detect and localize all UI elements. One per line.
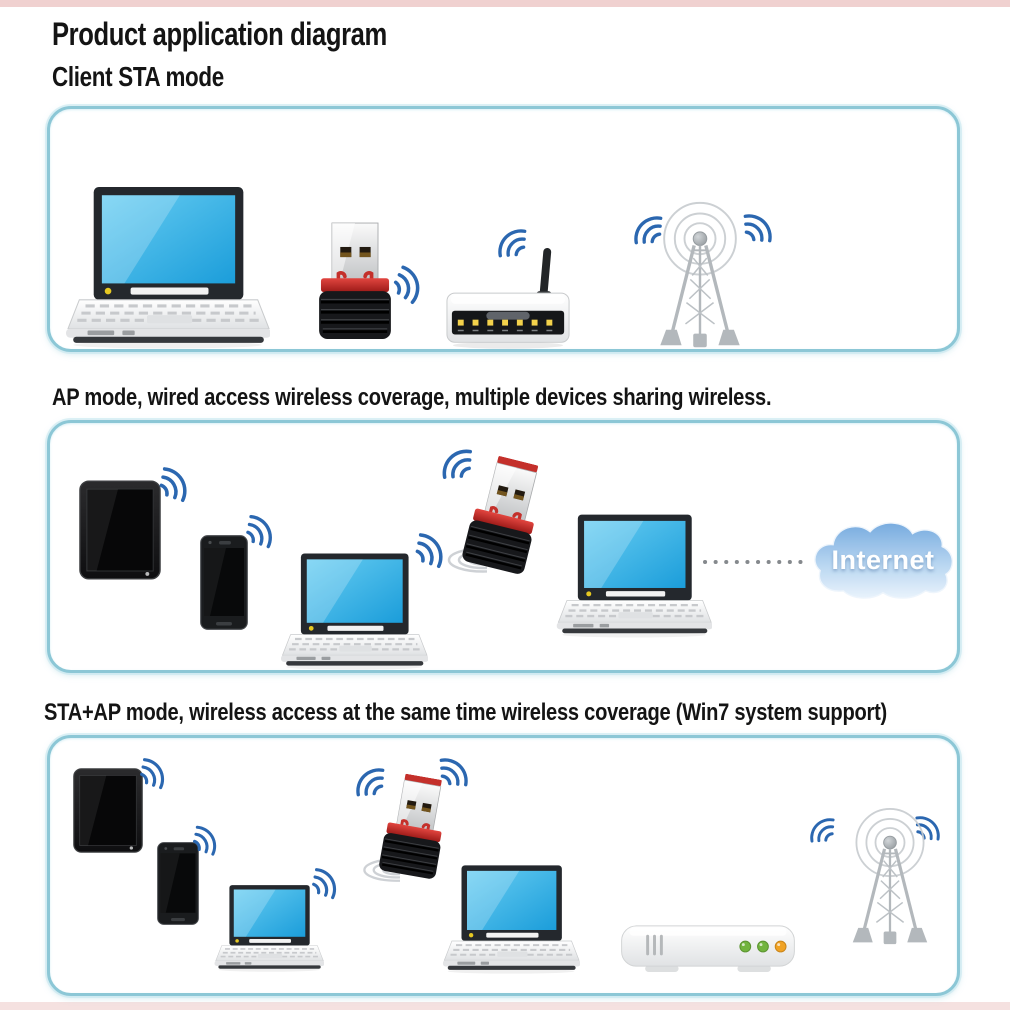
cell-tower-icon	[637, 198, 763, 353]
dotted-connection-line	[702, 557, 812, 567]
top-edge-strip	[0, 0, 1010, 7]
smartphone-icon	[157, 842, 199, 925]
page-title: Product application diagram	[52, 16, 387, 52]
broadband-modem-icon	[619, 922, 797, 975]
section-heading-ap-mode: AP mode, wired access wireless coverage,…	[52, 384, 772, 411]
laptop-icon	[556, 513, 712, 638]
panel-ap-mode: Internet	[47, 420, 960, 673]
internet-cloud-label: Internet	[831, 545, 935, 575]
wireless-router-icon	[445, 247, 573, 350]
smartphone-icon	[200, 535, 248, 630]
laptop-icon	[65, 185, 270, 349]
laptop-icon	[214, 884, 324, 972]
usb-wifi-adapter-icon	[309, 221, 401, 341]
panel-client-sta-mode	[47, 106, 960, 352]
laptop-icon	[442, 864, 580, 974]
laptop-icon	[280, 552, 428, 670]
section-heading-client-sta-mode: Client STA mode	[52, 61, 224, 92]
panel-sta-ap-mode	[47, 735, 960, 996]
section-heading-sta-ap-mode: STA+AP mode, wireless access at the same…	[44, 699, 887, 726]
bottom-edge-strip	[0, 1002, 1010, 1010]
tablet-icon	[73, 768, 143, 853]
tablet-icon	[79, 480, 161, 580]
cell-tower-icon	[831, 804, 949, 950]
